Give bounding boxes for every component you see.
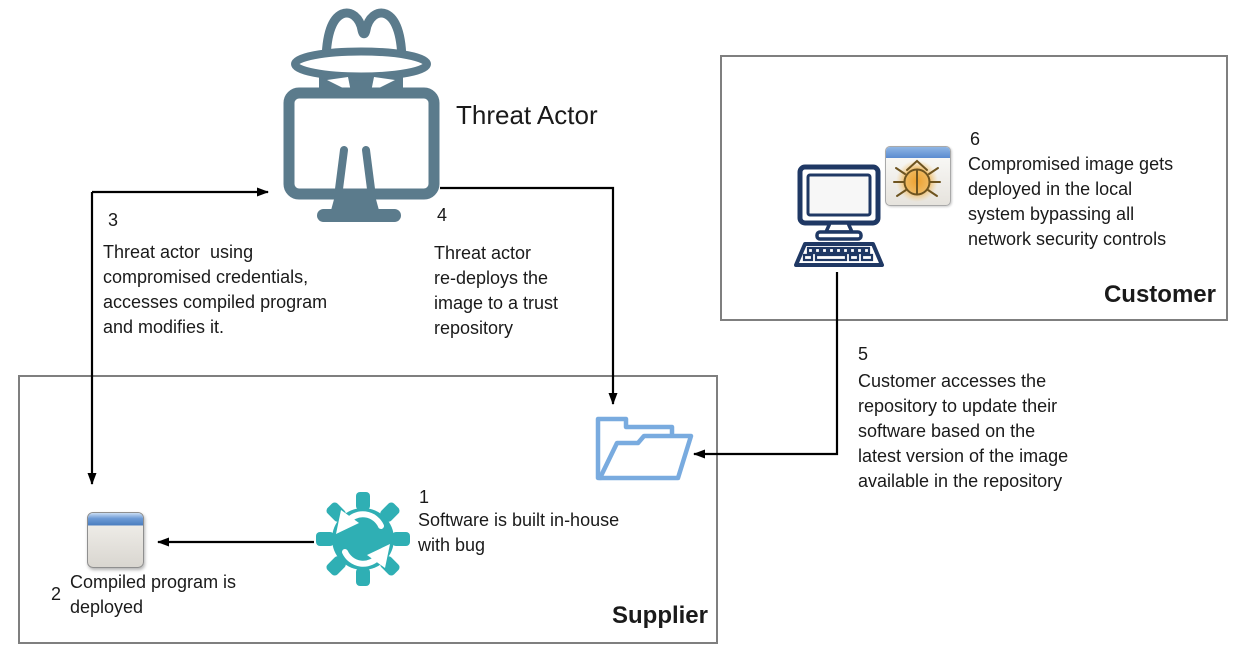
step-1-text: Software is built in-house with bug — [418, 510, 620, 555]
customer-box-label: Customer — [1103, 281, 1216, 308]
step-4-text: Threat actor re-deploys the image to a t… — [434, 243, 559, 338]
step-2-text: Compiled program is deployed — [70, 572, 237, 617]
bug-glyph — [893, 159, 941, 202]
program-window-icon — [87, 512, 144, 568]
supplier-box: Supplier — [18, 375, 718, 644]
bug-window-icon — [885, 146, 951, 206]
step-6-number: 6 — [970, 129, 981, 149]
step-1-number: 1 — [419, 487, 430, 507]
desktop-computer-icon — [794, 164, 884, 267]
step-5-number: 5 — [858, 344, 869, 364]
step-2-number: 2 — [51, 584, 62, 604]
step-3-number: 3 — [108, 210, 119, 230]
step-4-number: 4 — [437, 205, 448, 225]
supplier-box-label: Supplier — [611, 602, 708, 629]
open-folder-icon — [595, 416, 694, 481]
gear-sync-icon — [316, 492, 410, 586]
step-3-text: Threat actor using compromised credentia… — [103, 242, 328, 337]
hacker-at-monitor-icon — [283, 8, 440, 222]
threat-actor-label: Threat Actor — [456, 100, 598, 130]
customer-box: Customer — [720, 55, 1228, 321]
program-window-titlebar — [88, 513, 143, 526]
bug-window-titlebar — [886, 147, 950, 158]
step-6-text: Compromised image gets deployed in the l… — [968, 154, 1174, 249]
step-5-text: Customer accesses the repository to upda… — [858, 371, 1069, 491]
